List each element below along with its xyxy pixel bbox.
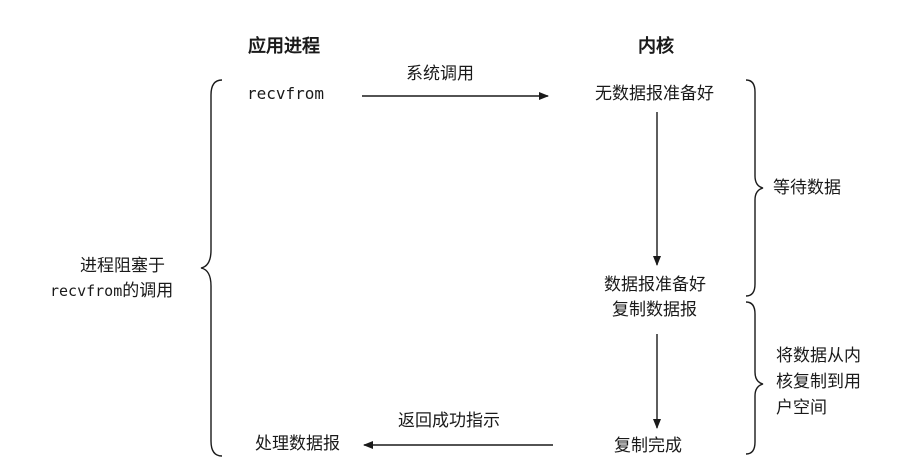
return-success-label: 返回成功指示 bbox=[398, 411, 500, 431]
syscall-label: 系统调用 bbox=[406, 64, 474, 84]
copy-phase-line3: 户空间 bbox=[776, 398, 827, 418]
wait-data-phase-label: 等待数据 bbox=[773, 178, 841, 198]
wait-data-brace bbox=[745, 79, 764, 297]
copy-phase-line2: 核复制到用 bbox=[776, 372, 861, 392]
no-datagram-ready-label: 无数据报准备好 bbox=[595, 84, 714, 104]
kernel-header: 内核 bbox=[638, 36, 674, 57]
blocked-label-line2: recvfrom的调用 bbox=[50, 283, 173, 300]
process-datagram-label: 处理数据报 bbox=[255, 434, 340, 454]
copy-data-brace bbox=[745, 301, 764, 455]
blocking-brace bbox=[200, 79, 223, 457]
app-process-header: 应用进程 bbox=[248, 36, 320, 57]
copy-complete-label: 复制完成 bbox=[614, 436, 682, 456]
copy-phase-line1: 将数据从内 bbox=[776, 346, 861, 366]
datagram-ready-label: 数据报准备好 bbox=[604, 275, 706, 295]
copy-datagram-label: 复制数据报 bbox=[612, 300, 697, 320]
blocked-call-text: 的调用 bbox=[122, 281, 174, 301]
recvfrom-inline: recvfrom bbox=[50, 282, 123, 300]
recvfrom-call: recvfrom bbox=[247, 84, 325, 103]
blocked-label-line1: 进程阻塞于 bbox=[80, 256, 165, 276]
